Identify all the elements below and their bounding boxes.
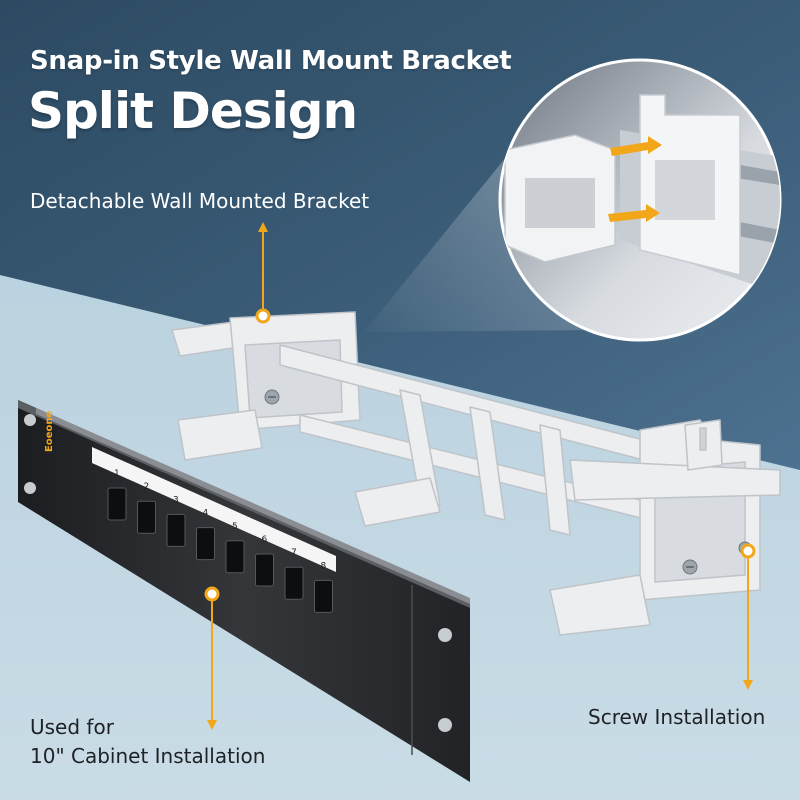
- callout-cabinet-label-line2: 10" Cabinet Installation: [30, 744, 266, 768]
- port-number: 5: [232, 522, 238, 532]
- screw-icon: [264, 389, 280, 405]
- heading-line1: Snap-in Style Wall Mount Bracket: [30, 46, 512, 76]
- patch-panel: [18, 400, 470, 782]
- keystone-port: [107, 487, 127, 521]
- brand-logo: Eoeone: [44, 411, 55, 452]
- port-number-labels: 1 2 3 4 5 6 7 8: [114, 469, 327, 571]
- callout-screw-label: Screw Installation: [588, 705, 766, 729]
- port-number: 7: [291, 548, 297, 558]
- port-number: 6: [262, 535, 268, 545]
- screw-icon: [682, 559, 698, 575]
- port-number: 4: [203, 509, 209, 519]
- callout-detachable-label: Detachable Wall Mounted Bracket: [30, 189, 370, 213]
- port-number: 2: [144, 482, 150, 492]
- keystone-port: [255, 553, 274, 587]
- keystone-port: [137, 500, 156, 534]
- zoom-detail: [498, 58, 782, 342]
- port-number: 1: [114, 469, 120, 479]
- callout-screw: [740, 543, 756, 690]
- heading-line2: Split Design: [28, 82, 358, 140]
- keystone-port: [225, 540, 245, 574]
- callout-cabinet: [204, 586, 220, 730]
- port-number: 8: [321, 561, 327, 571]
- keystone-port: [314, 579, 333, 613]
- port-number: 3: [173, 495, 179, 505]
- callout-cabinet-label-line1: Used for: [30, 715, 114, 739]
- keystone-port: [166, 513, 186, 547]
- keystone-port: [196, 527, 215, 561]
- wall-mount-bracket: [171, 311, 781, 636]
- callout-detachable: [255, 222, 271, 324]
- keystone-port: [284, 566, 304, 600]
- keystone-ports: [107, 487, 333, 613]
